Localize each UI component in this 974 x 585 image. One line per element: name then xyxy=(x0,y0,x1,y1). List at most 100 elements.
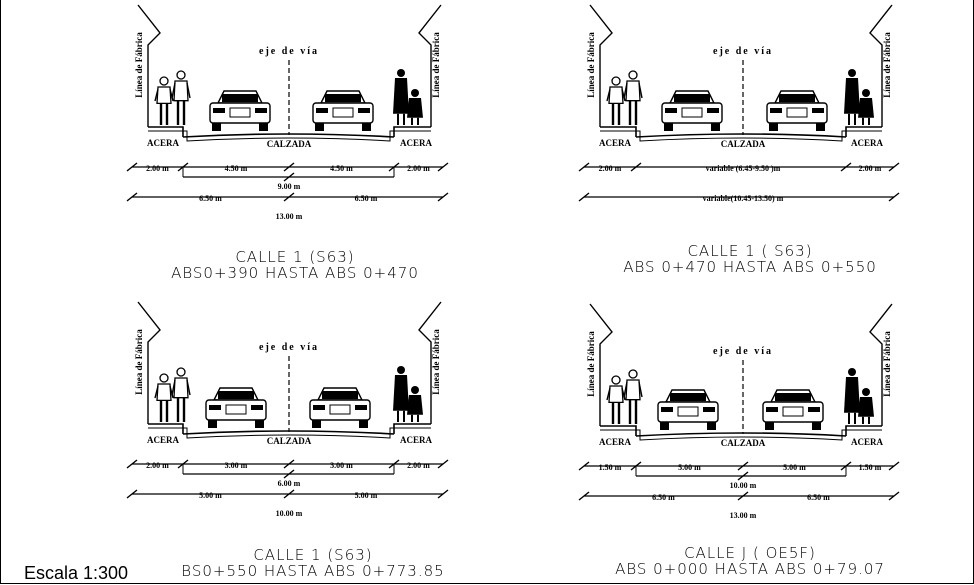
car-wheel-right xyxy=(812,422,821,430)
person-head xyxy=(628,70,638,80)
person-coat xyxy=(858,397,874,417)
section-title: CALLE J ( OE5F) xyxy=(684,544,816,562)
dimension-tick xyxy=(283,192,295,202)
dimension-label: 1.50 m xyxy=(599,463,622,472)
car-windshield xyxy=(218,391,254,399)
dimension-tick xyxy=(888,192,900,202)
car-windshield xyxy=(222,94,258,102)
section-caption: CALLE 1 (S63) BS0+550 HASTA ABS 0+773.85 xyxy=(168,547,458,579)
dimension-label: variable(10.45-13.50) m xyxy=(703,194,784,203)
car-headlight-right xyxy=(707,108,719,113)
car-wheel-right xyxy=(359,420,368,428)
building-line-label-left: Línea de Fábrica xyxy=(134,329,144,395)
car-grille xyxy=(225,404,247,415)
pedestrian-icon xyxy=(623,70,643,125)
section-caption: CALLE 1 (S63) ABS0+390 HASTA ABS 0+470 xyxy=(160,249,430,281)
car-wheel-left xyxy=(212,123,221,131)
car-headlight-right xyxy=(355,405,367,410)
dimension-tick xyxy=(437,192,449,202)
person-torso xyxy=(173,80,189,102)
road-axis-label: eje de vía xyxy=(259,46,319,57)
person-head xyxy=(397,69,405,77)
car-wheel-left xyxy=(664,123,673,131)
person-arm xyxy=(623,381,628,398)
person-torso xyxy=(625,80,641,102)
car-windshield xyxy=(325,94,361,102)
building-line-right xyxy=(869,303,893,426)
sidewalk-label-right: ACERA xyxy=(400,435,433,445)
sidewalk-right xyxy=(845,425,882,436)
section-subtitle: ABS 0+470 HASTA ABS 0+550 xyxy=(623,258,877,276)
dimension-label: 5.00 m xyxy=(199,491,222,500)
pavement-base xyxy=(600,429,882,441)
person-head xyxy=(159,373,169,383)
car-wheel-right xyxy=(816,123,825,131)
person-arm xyxy=(606,387,611,401)
building-line-left xyxy=(137,301,161,424)
pavement-base xyxy=(600,130,882,142)
roadway-label: CALZADA xyxy=(721,139,766,149)
person-arm xyxy=(621,387,626,401)
car-headlight-right xyxy=(358,108,370,113)
child-pedestrian-icon xyxy=(407,89,423,125)
sidewalk-label-left: ACERA xyxy=(599,437,632,447)
building-line-label-left: Línea de Fábrica xyxy=(134,32,144,98)
sidewalk-right xyxy=(393,423,431,434)
sidewalk-right xyxy=(393,126,431,137)
sidewalk-left xyxy=(600,126,637,137)
roadway-label: CALZADA xyxy=(721,438,766,448)
car-grille xyxy=(329,404,351,415)
person-head xyxy=(411,386,419,394)
person-head xyxy=(159,76,169,86)
car-icon xyxy=(766,90,828,131)
dimension-tick xyxy=(578,491,590,501)
sidewalk-label-right: ACERA xyxy=(851,138,884,148)
person-arm xyxy=(169,88,174,102)
building-line-right xyxy=(418,301,442,424)
person-head xyxy=(411,89,419,97)
car-wheel-right xyxy=(362,123,371,131)
person-head xyxy=(628,369,638,379)
pedestrian-icon xyxy=(606,375,626,424)
building-line-label-right: Línea de Fábrica xyxy=(431,329,441,395)
dimension-label: variable (6.45-9.50 )m xyxy=(706,164,781,173)
pedestrian-icon xyxy=(171,70,191,125)
car-grille xyxy=(681,107,703,118)
person-arm xyxy=(606,88,611,102)
sidewalk-label-left: ACERA xyxy=(147,435,180,445)
car-icon xyxy=(312,90,374,131)
pedestrian-icon xyxy=(154,373,174,422)
section-caption: CALLE 1 ( S63) ABS 0+470 HASTA ABS 0+550 xyxy=(600,243,900,275)
person-arm xyxy=(171,82,176,99)
sidewalk-label-left: ACERA xyxy=(147,138,180,148)
dimension-tick xyxy=(840,162,852,172)
building-line-left xyxy=(589,4,613,127)
car-icon xyxy=(205,387,267,428)
dimension-label: 2.00 m xyxy=(599,164,622,173)
car-headlight-right xyxy=(703,407,715,412)
person-torso xyxy=(156,383,172,402)
car-wheel-right xyxy=(711,123,720,131)
pedestrian-icon xyxy=(844,69,860,125)
dimension-label: 5.00 m xyxy=(355,491,378,500)
roadway-label: CALZADA xyxy=(267,436,312,446)
person-arm xyxy=(154,88,159,102)
car-headlight-left xyxy=(766,407,778,412)
car-headlight-left xyxy=(770,108,782,113)
building-line-right xyxy=(418,4,442,127)
child-pedestrian-icon xyxy=(858,89,874,125)
person-arm xyxy=(171,379,176,396)
dimension-label: 10.00 m xyxy=(730,481,757,490)
building-line-left xyxy=(589,303,613,426)
person-head xyxy=(848,69,856,77)
dimension-tick xyxy=(283,489,295,499)
car-headlight-left xyxy=(665,108,677,113)
car-wheel-right xyxy=(255,420,264,428)
car-windshield xyxy=(670,393,706,401)
car-grille xyxy=(332,107,354,118)
dimension-tick xyxy=(126,162,138,172)
car-wheel-left xyxy=(312,420,321,428)
person-coat xyxy=(393,78,409,114)
sidewalk-left xyxy=(148,423,184,434)
